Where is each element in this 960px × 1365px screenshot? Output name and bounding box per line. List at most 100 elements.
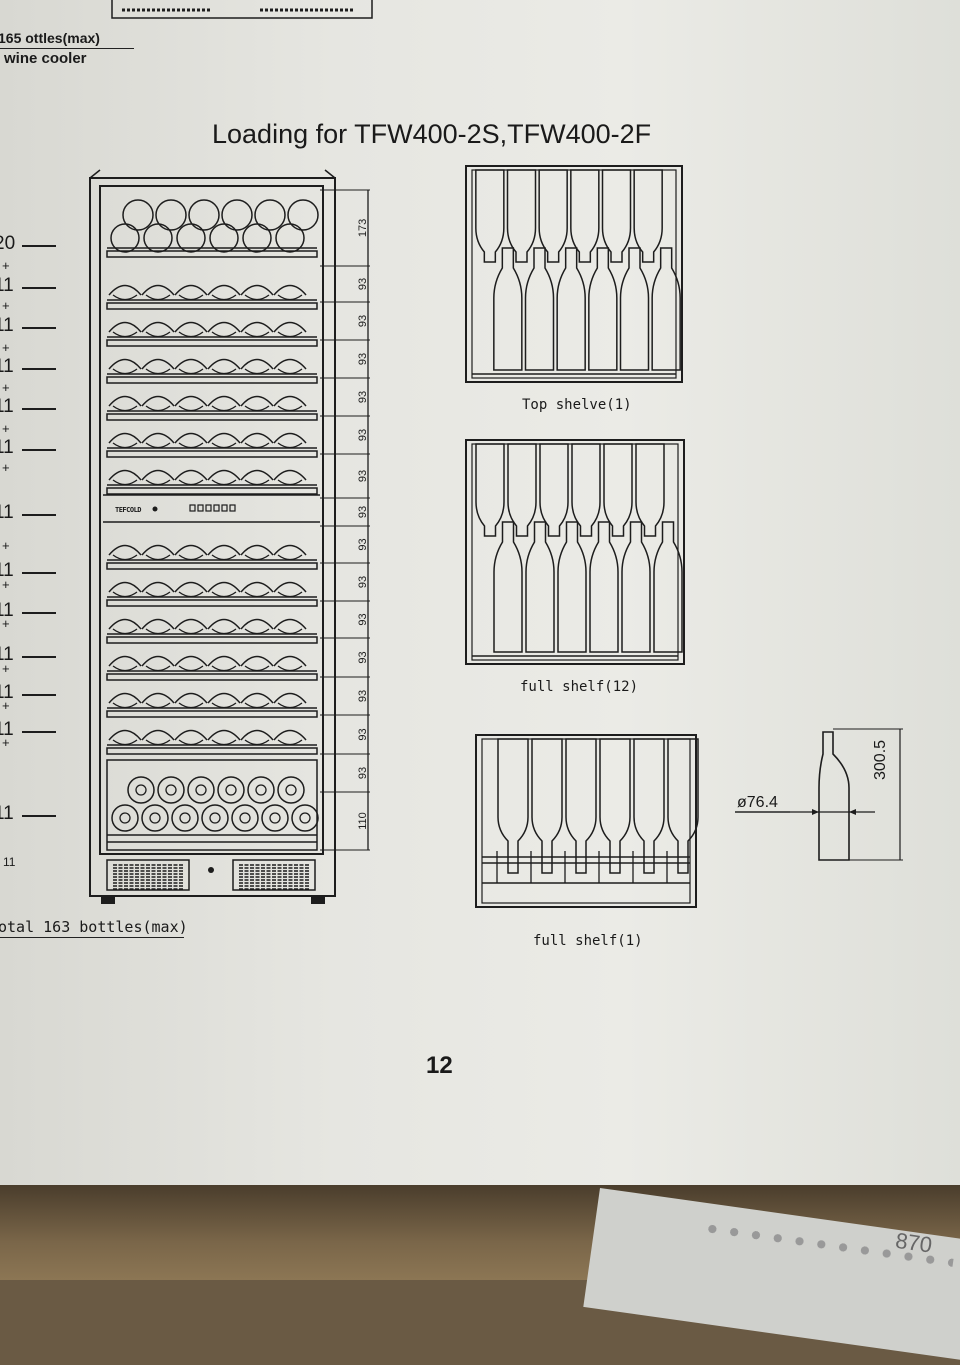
shelf-rail xyxy=(106,710,318,718)
shelf-rail xyxy=(106,339,318,347)
manual-page: 165 ottles(max) wine cooler Loading for … xyxy=(0,0,960,1185)
shelf-rail xyxy=(106,562,318,570)
cabinet-lock xyxy=(208,867,214,873)
count-dash xyxy=(22,815,56,817)
bottle-end xyxy=(231,804,259,832)
bottle-end xyxy=(108,358,142,370)
shelf-rail xyxy=(106,673,318,681)
bottle-end xyxy=(273,655,307,667)
count-dash xyxy=(22,408,56,410)
wine-cooler-cabinet-drawing xyxy=(89,169,336,904)
control-display-digit xyxy=(213,504,220,512)
bottle-upright xyxy=(525,521,555,653)
count-plus-sign: + xyxy=(2,735,10,750)
shelf-count: 11 xyxy=(0,396,14,417)
bottle-end xyxy=(207,655,241,667)
bottle-upright xyxy=(653,521,683,653)
previous-figure-fragment xyxy=(111,0,373,19)
bottle-dimension-drawing xyxy=(735,728,903,861)
header-fragment-line2: wine cooler xyxy=(4,50,87,67)
page-number: 12 xyxy=(426,1052,453,1079)
control-button xyxy=(152,506,158,512)
dimension-label: 93 xyxy=(357,506,369,518)
count-dash xyxy=(22,514,56,516)
bottle-end xyxy=(174,729,208,741)
count-plus-sign: + xyxy=(2,538,10,553)
bottle-end xyxy=(207,581,241,593)
bottle-end xyxy=(108,284,142,296)
count-plus-sign: + xyxy=(2,258,10,273)
bottle-end xyxy=(240,469,274,481)
dimension-label: 93 xyxy=(357,576,369,588)
bottle-end xyxy=(174,321,208,333)
bottle-end xyxy=(221,199,253,231)
bottle-end xyxy=(240,544,274,556)
bottle-end xyxy=(141,804,169,832)
bottle-end xyxy=(209,223,239,253)
shelf-rail xyxy=(106,250,318,258)
bottle-end xyxy=(141,284,175,296)
shelf-rail xyxy=(106,487,318,495)
bottle-inverted xyxy=(570,169,600,263)
count-dash xyxy=(22,287,56,289)
shelf-rail xyxy=(106,636,318,644)
bottle-end xyxy=(207,729,241,741)
bottle-inverted xyxy=(507,443,537,537)
control-display-digit xyxy=(197,504,204,512)
count-dash xyxy=(22,572,56,574)
shelf-count: 11 xyxy=(0,315,14,336)
shelf-rail xyxy=(106,413,318,421)
shelf-rail xyxy=(106,599,318,607)
bottle-end xyxy=(108,581,142,593)
full-shelf-1-drawing xyxy=(475,734,699,908)
dimension-label: 93 xyxy=(357,690,369,702)
bottle-end xyxy=(217,776,245,804)
dimension-label: 93 xyxy=(357,353,369,365)
bottle-upright xyxy=(493,247,523,371)
bottle-end xyxy=(207,358,241,370)
dimension-label: 93 xyxy=(357,728,369,740)
count-dash xyxy=(22,731,56,733)
shelf-count: 11 xyxy=(0,719,14,740)
bottle-upright xyxy=(557,521,587,653)
bottle-inverted xyxy=(506,169,537,263)
count-plus-sign: + xyxy=(2,380,10,395)
bottle-end xyxy=(240,581,274,593)
count-plus-sign: + xyxy=(2,298,10,313)
bottle-inverted xyxy=(539,443,569,537)
top-shelf-caption: Top shelve(1) xyxy=(522,397,632,413)
bottle-outline xyxy=(818,731,850,861)
bottle-end xyxy=(174,469,208,481)
bottle-end xyxy=(174,395,208,407)
bottle-end xyxy=(174,544,208,556)
bottle-end xyxy=(273,618,307,630)
dimension-label: 93 xyxy=(357,470,369,482)
bottle-end xyxy=(273,395,307,407)
full-shelf-1-caption: full shelf(1) xyxy=(533,933,643,949)
bottle-end xyxy=(122,199,154,231)
bottle-upright xyxy=(621,521,651,653)
bottle-end xyxy=(108,395,142,407)
bottle-end xyxy=(111,804,139,832)
dimension-label: 110 xyxy=(357,812,369,830)
bottle-end xyxy=(174,618,208,630)
bottle-inverted xyxy=(633,738,665,874)
bottle-end xyxy=(157,776,185,804)
bottle-inverted xyxy=(633,169,663,263)
bottle-end xyxy=(141,395,175,407)
bottle-upright xyxy=(651,247,681,371)
bottle-end xyxy=(141,692,175,704)
dimension-label: 93 xyxy=(357,651,369,663)
bottle-end xyxy=(108,692,142,704)
bottle-end xyxy=(273,358,307,370)
bottle-inverted xyxy=(475,443,505,537)
bottle-end xyxy=(141,581,175,593)
bottle-end xyxy=(207,284,241,296)
bottle-end xyxy=(174,655,208,667)
full-shelf-12-drawing xyxy=(465,439,685,665)
count-dash xyxy=(22,612,56,614)
bottle-end xyxy=(247,776,275,804)
bottle-end xyxy=(240,655,274,667)
count-plus-sign: + xyxy=(2,421,10,436)
